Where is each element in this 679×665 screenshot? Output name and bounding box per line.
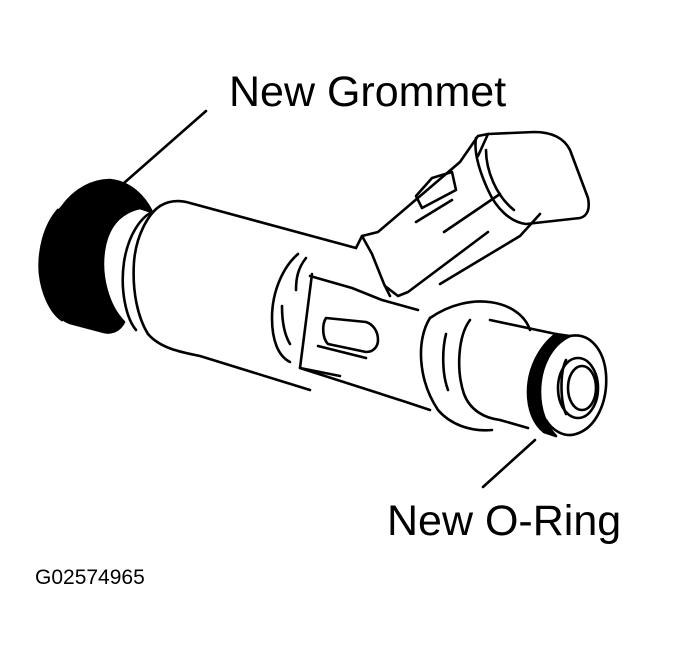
- front-collar: [419, 300, 532, 432]
- o-ring: [526, 332, 608, 438]
- new-oring-label: New O-Ring: [387, 497, 622, 545]
- new-grommet-label: New Grommet: [229, 68, 507, 116]
- connector: [298, 130, 591, 412]
- oring-leader-line: [481, 438, 537, 489]
- nozzle: [488, 318, 558, 430]
- body-slot: [321, 316, 380, 354]
- figure-id: G02574965: [35, 566, 145, 589]
- grommet-leader-line: [122, 109, 208, 185]
- injector-body: [121, 199, 358, 392]
- grommet: [38, 178, 154, 334]
